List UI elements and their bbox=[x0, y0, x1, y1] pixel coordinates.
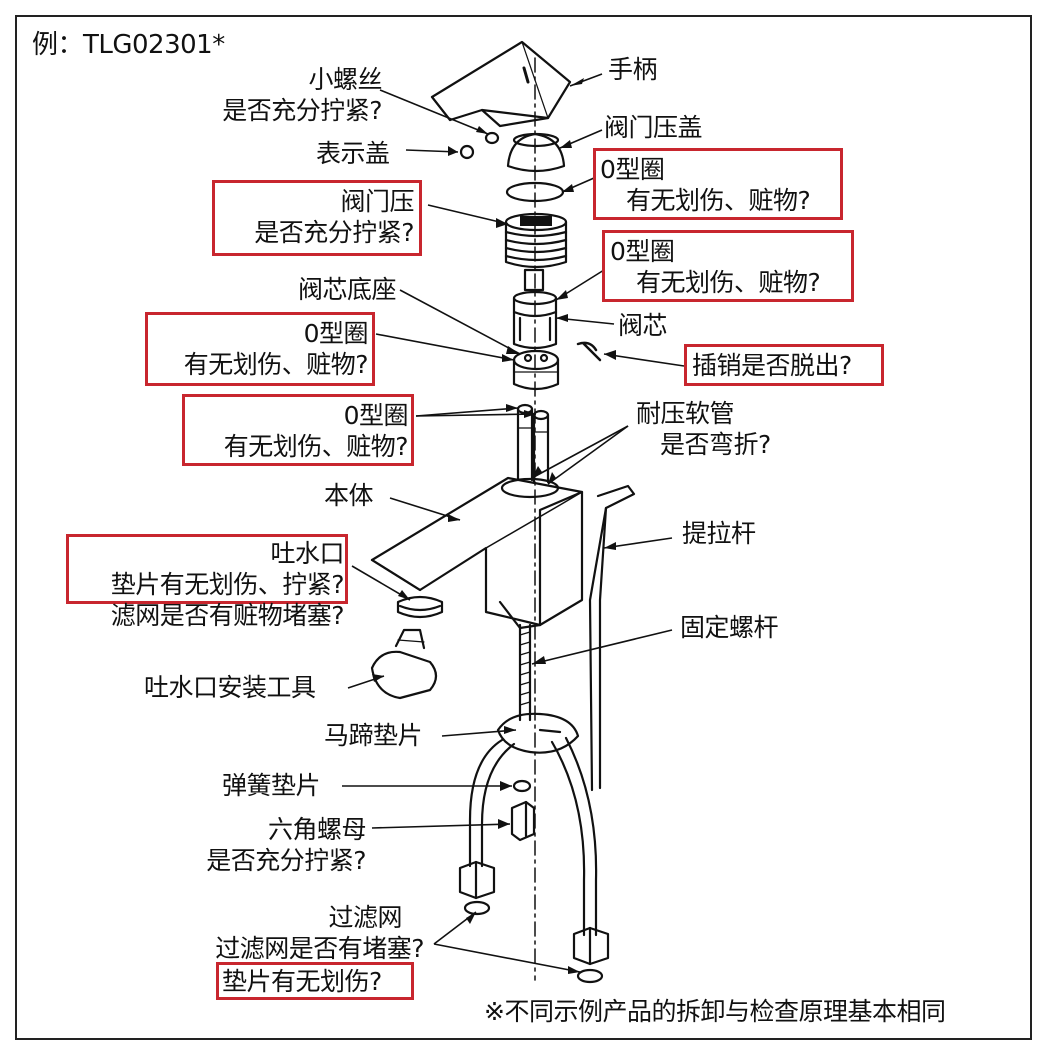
label-valve-press-line2: 是否充分拧紧? bbox=[254, 218, 414, 247]
filter-right-part bbox=[576, 968, 604, 984]
label-oring1: 0型圈 有无划伤、赃物? bbox=[600, 154, 811, 216]
label-oring3-line2: 有无划伤、赃物? bbox=[183, 350, 369, 379]
hose-tops-part bbox=[516, 403, 550, 484]
label-pin: 插销是否脱出? bbox=[692, 351, 852, 380]
hose-right-part bbox=[550, 736, 598, 937]
label-hex-nut: 六角螺母 是否充分拧紧? bbox=[160, 814, 366, 876]
label-cap: 表示盖 bbox=[316, 139, 390, 168]
label-oring2: 0型圈 有无划伤、赃物? bbox=[610, 236, 821, 298]
cap-part bbox=[459, 144, 475, 160]
label-spout-line3: 滤网是否有赃物堵塞? bbox=[110, 601, 345, 630]
spout-tool-part bbox=[370, 628, 438, 700]
label-oring2-line1: 0型圈 bbox=[610, 237, 675, 266]
valve-cover-part bbox=[506, 132, 566, 173]
label-hose-line1: 耐压软管 bbox=[636, 399, 735, 428]
leader-hose-a bbox=[531, 425, 629, 479]
valve-press-part bbox=[504, 212, 568, 269]
body-part bbox=[370, 476, 584, 630]
label-horseshoe: 马蹄垫片 bbox=[324, 721, 423, 750]
leader-pin bbox=[603, 353, 685, 367]
spring-washer-part bbox=[512, 779, 532, 793]
highlight-box-valve-press bbox=[212, 180, 422, 256]
hose-left-part bbox=[468, 738, 516, 868]
highlight-box-oring4 bbox=[182, 394, 414, 466]
label-hex-nut-line2: 是否充分拧紧? bbox=[206, 846, 366, 875]
label-oring3: 0型圈 有无划伤、赃物? bbox=[150, 318, 369, 380]
label-fixing-bolt: 固定螺杆 bbox=[680, 613, 779, 642]
label-small-screw-line2: 是否充分拧紧? bbox=[222, 96, 382, 125]
horseshoe-part bbox=[496, 712, 580, 754]
leader-screw bbox=[379, 89, 489, 135]
label-valve-press-line1: 阀门压 bbox=[340, 187, 414, 216]
fixing-bolt-part bbox=[518, 623, 532, 722]
aerator-part bbox=[396, 595, 444, 619]
label-spring-washer: 弹簧垫片 bbox=[222, 771, 321, 800]
small-screw-part bbox=[484, 131, 500, 145]
highlight-box-filter bbox=[216, 962, 414, 1000]
label-cartridge: 阀芯 bbox=[618, 311, 668, 340]
label-handle: 手柄 bbox=[608, 55, 658, 84]
leader-horseshoe bbox=[441, 729, 517, 737]
hex-nut-part bbox=[510, 800, 536, 842]
label-oring4-line1: 0型圈 bbox=[343, 401, 409, 430]
label-small-screw: 小螺丝 是否充分拧紧? bbox=[160, 64, 382, 126]
leader-hose-b bbox=[547, 425, 629, 485]
leader-hexnut bbox=[371, 823, 511, 829]
label-filter-line2: 过滤网是否有堵塞? bbox=[215, 934, 424, 963]
highlight-box-pin bbox=[684, 344, 884, 386]
label-spout: 吐水口 垫片有无划伤、拧紧? 滤网是否有赃物堵塞? bbox=[60, 538, 345, 631]
label-hex-nut-line1: 六角螺母 bbox=[267, 815, 367, 844]
label-spout-line1: 吐水口 bbox=[270, 539, 344, 568]
cartridge-base-part bbox=[512, 349, 560, 391]
label-lift-rod: 提拉杆 bbox=[682, 519, 756, 548]
leader-oring4a bbox=[415, 407, 519, 417]
diagram-frame bbox=[15, 15, 1032, 1040]
label-filter-gasket: 垫片有无划伤? bbox=[222, 967, 382, 996]
hose-nut-left bbox=[458, 860, 496, 900]
label-oring1-line2: 有无划伤、赃物? bbox=[626, 186, 811, 215]
leader-oring3 bbox=[375, 333, 515, 361]
label-oring3-line1: 0型圈 bbox=[303, 319, 369, 348]
label-oring4-line2: 有无划伤、赃物? bbox=[223, 432, 409, 461]
leader-cartridge-base bbox=[399, 289, 521, 355]
label-filter-line1: 过滤网 bbox=[328, 903, 402, 932]
label-hose-line2: 是否弯折? bbox=[660, 430, 771, 459]
highlight-box-spout bbox=[66, 534, 348, 604]
label-spout-line2: 垫片有无划伤、拧紧? bbox=[110, 570, 345, 599]
label-oring1-line1: 0型圈 bbox=[600, 155, 665, 184]
leader-filter-b bbox=[433, 943, 581, 973]
label-hose: 耐压软管 是否弯折? bbox=[636, 398, 771, 460]
highlight-box-oring3 bbox=[145, 312, 375, 386]
footnote: ※不同示例产品的拆卸与检查原理基本相同 bbox=[484, 997, 946, 1026]
leader-oring4b bbox=[415, 413, 537, 417]
label-oring4: 0型圈 有无划伤、赃物? bbox=[186, 400, 409, 462]
highlight-box-oring2 bbox=[602, 230, 854, 302]
cartridge-part bbox=[512, 268, 558, 350]
leader-bolt bbox=[531, 629, 673, 665]
filter-left-part bbox=[463, 900, 491, 916]
leader-valve-press bbox=[427, 204, 509, 225]
label-small-screw-line1: 小螺丝 bbox=[308, 65, 382, 94]
label-oring2-line2: 有无划伤、赃物? bbox=[636, 268, 821, 297]
label-valve-press: 阀门压 是否充分拧紧? bbox=[214, 186, 414, 248]
hose-nut-right bbox=[572, 926, 610, 966]
label-body: 本体 bbox=[324, 481, 374, 510]
label-cartridge-base: 阀芯底座 bbox=[298, 275, 397, 304]
handle-part bbox=[430, 40, 572, 128]
highlight-box-oring1 bbox=[593, 148, 843, 220]
diagram-title: 例：TLG02301* bbox=[32, 30, 225, 60]
label-spout-tool: 吐水口安装工具 bbox=[144, 673, 316, 702]
label-filter: 过滤网 过滤网是否有堵塞? bbox=[170, 902, 424, 964]
pin-part bbox=[576, 341, 602, 362]
label-valve-cover: 阀门压盖 bbox=[604, 113, 703, 142]
lift-rod-part bbox=[588, 484, 636, 792]
